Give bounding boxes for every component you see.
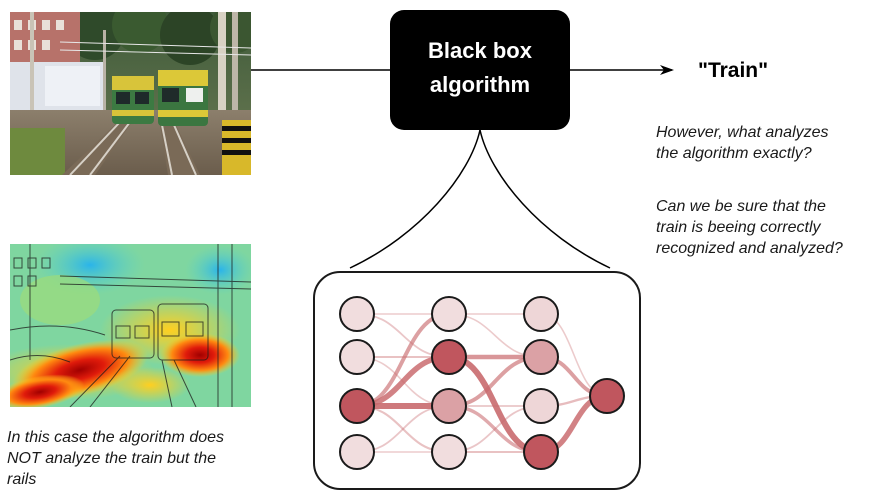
network-node-c3	[523, 434, 559, 470]
network-node-b0	[431, 296, 467, 332]
network-nodes	[339, 296, 625, 470]
network-node-b3	[431, 434, 467, 470]
question-2-line1: Can we be sure that the	[656, 198, 826, 215]
network-node-b1	[431, 339, 467, 375]
question-2-line2: train is beeing correctly	[656, 219, 821, 236]
caption-line3: rails	[7, 471, 37, 488]
question-2: Can we be sure that the train is beeing …	[656, 196, 843, 259]
caption-line1: In this case the algorithm does	[7, 429, 225, 446]
caption-line2: NOT analyze the train but the	[7, 450, 216, 467]
network-node-a0	[339, 296, 375, 332]
output-label: "Train"	[698, 59, 768, 82]
black-box-line1: Black box	[428, 38, 533, 63]
network-panel	[313, 271, 641, 490]
heatmap-caption: In this case the algorithm does NOT anal…	[7, 427, 224, 490]
network-node-b2	[431, 388, 467, 424]
black-box-algorithm: Black box algorithm	[390, 10, 570, 130]
saliency-heatmap	[10, 244, 251, 407]
question-1-line1: However, what analyzes	[656, 124, 829, 141]
black-box-line2: algorithm	[430, 72, 530, 97]
network-node-a3	[339, 434, 375, 470]
question-1-line2: the algorithm exactly?	[656, 145, 812, 162]
network-node-c0	[523, 296, 559, 332]
question-1: However, what analyzes the algorithm exa…	[656, 122, 829, 164]
network-node-a1	[339, 339, 375, 375]
zoom-line-right	[479, 129, 611, 269]
network-node-a2	[339, 388, 375, 424]
question-2-line3: recognized and analyzed?	[656, 240, 843, 257]
zoom-line-left	[349, 129, 481, 269]
network-node-c1	[523, 339, 559, 375]
network-node-c2	[523, 388, 559, 424]
train-photo	[10, 12, 251, 175]
network-node-d0	[589, 378, 625, 414]
